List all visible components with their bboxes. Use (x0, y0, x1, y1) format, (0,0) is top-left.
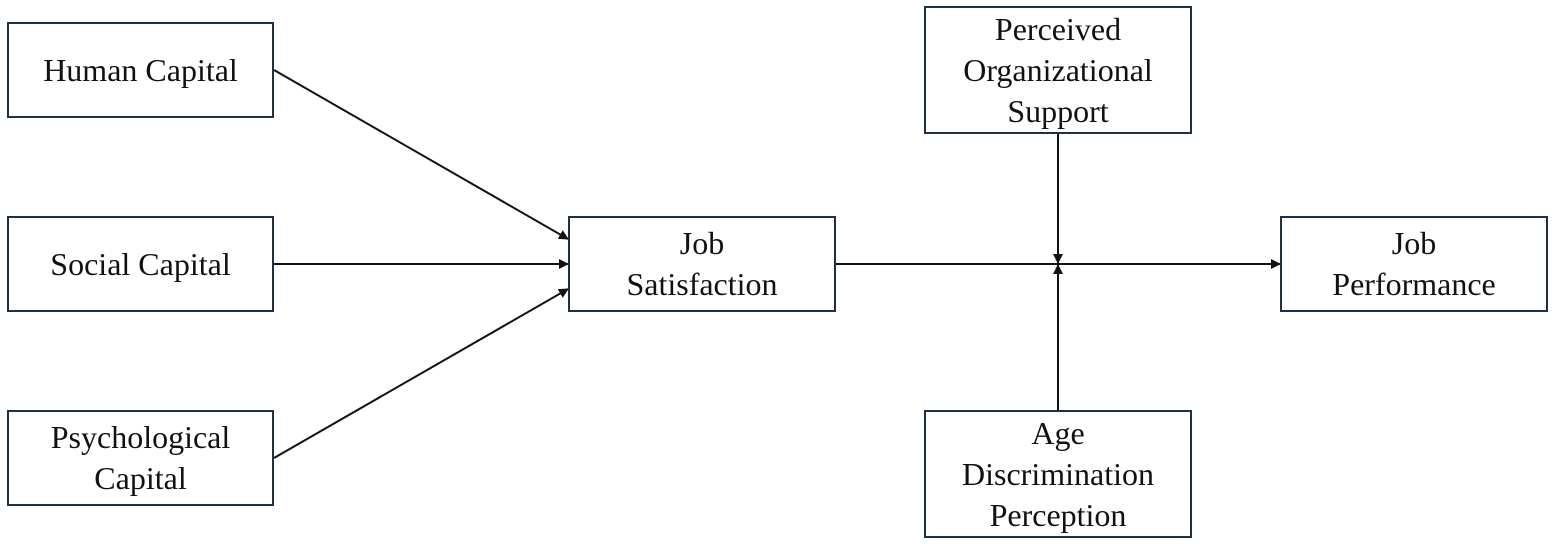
arrow-human-capital-to-job-satisfaction (273, 69, 569, 240)
age-discrimination-perception-label: Age Discrimination Perception (962, 413, 1154, 536)
psychological-capital-label: Psychological Capital (51, 417, 231, 499)
label-line: Discrimination (962, 455, 1154, 492)
label-line: Social Capital (50, 245, 231, 282)
job-performance-label: Job Performance (1332, 223, 1495, 305)
arrow-psychological-capital-to-job-satisfaction (273, 288, 569, 459)
label-line: Job (1391, 225, 1437, 261)
label-line: Age (1031, 414, 1085, 451)
label-line: Human Capital (43, 51, 238, 88)
job-satisfaction-node: Job Satisfaction (568, 216, 836, 312)
label-line: Satisfaction (626, 266, 778, 302)
label-line: Job (679, 225, 725, 261)
job-performance-node: Job Performance (1280, 216, 1548, 312)
label-line: Performance (1332, 266, 1496, 302)
human-capital-label: Human Capital (43, 50, 238, 91)
label-line: Organizational (963, 51, 1153, 88)
label-line: Perceived (994, 10, 1122, 47)
label-line: Support (1007, 92, 1109, 129)
label-line: Psychological (50, 419, 231, 455)
perceived-organizational-support-node: Perceived Organizational Support (924, 6, 1192, 134)
label-line: Capital (94, 460, 187, 496)
social-capital-label: Social Capital (50, 244, 230, 285)
job-satisfaction-label: Job Satisfaction (626, 223, 777, 305)
perceived-organizational-support-label: Perceived Organizational Support (963, 9, 1153, 132)
psychological-capital-node: Psychological Capital (7, 410, 274, 506)
social-capital-node: Social Capital (7, 216, 274, 312)
label-line: Perception (989, 496, 1127, 533)
age-discrimination-perception-node: Age Discrimination Perception (924, 410, 1192, 538)
human-capital-node: Human Capital (7, 22, 274, 118)
